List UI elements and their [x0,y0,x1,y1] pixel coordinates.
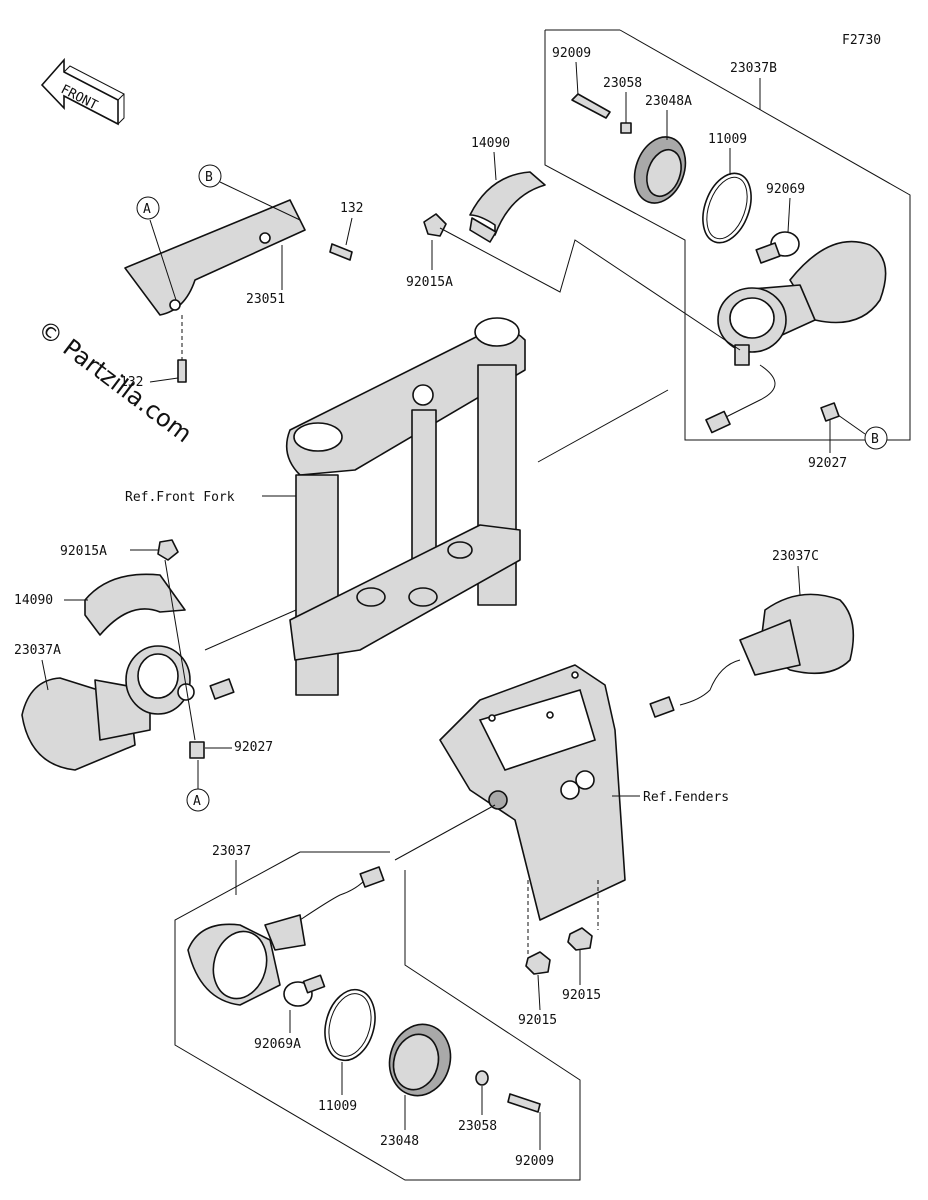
callout-b-right-text: B [871,432,879,447]
label-23048A: 23048A [645,94,692,109]
front-fork-triple-clamp-icon [285,317,526,696]
label-14090-left: 14090 [14,593,53,608]
label-92015-low: 92015 [518,1013,557,1028]
label-92027-left: 92027 [234,740,273,755]
label-132-top: 132 [340,201,363,216]
callout-a-top-text: A [143,202,151,217]
clamp-14090-top-icon [469,171,546,243]
label-92069: 92069 [766,182,805,197]
callout-b-left [198,164,222,188]
label-92009-bottom: 92009 [515,1154,554,1169]
nut-icon [620,122,632,134]
bushing-92027-left-icon [189,741,205,759]
label-92027-top: 92027 [808,456,847,471]
bulb-icon [755,231,800,264]
label-92015A-top: 92015A [406,275,453,290]
label-23051: 23051 [246,292,285,307]
bracket-23051-icon [124,199,306,316]
label-14090-top: 14090 [471,136,510,151]
front-arrow-icon: FRONT [40,57,125,126]
turn-signal-23037A-icon [21,645,235,771]
label-23058-top: 23058 [603,76,642,91]
callout-a-bottom-text: A [193,794,201,809]
diagram-code: F2730 [842,33,881,48]
nut-92015-low-icon [525,951,551,975]
ref-front-fork: Ref.Front Fork [125,490,235,505]
label-23037: 23037 [212,844,251,859]
gasket-icon [702,172,752,244]
label-11009-bottom: 11009 [318,1099,357,1114]
label-23037A: 23037A [14,643,61,658]
callout-a-top [136,196,160,220]
clamp-14090-left-icon [84,573,186,636]
label-132-left: 132 [120,375,143,390]
label-92069A: 92069A [254,1037,301,1052]
screw-92009-bottom-icon [507,1093,541,1113]
fender-bracket-icon [439,664,626,921]
watermark: © Partzilla.com [32,314,197,448]
bushing-icon [820,402,840,422]
nut-92015-mid-icon [567,927,593,951]
label-92015A-left: 92015A [60,544,107,559]
turn-signal-23037C-icon [649,593,855,718]
label-11009-top: 11009 [708,132,747,147]
label-23058-bottom: 23058 [458,1119,497,1134]
label-92015-mid: 92015 [562,988,601,1003]
nut-92015A-left-icon [157,539,179,561]
turn-signal-23037B-group [544,29,911,441]
nut-92015A-icon [423,213,447,237]
nut-23058-bottom-icon [475,1070,489,1086]
turn-signal-housing-icon [705,240,887,434]
bolt-132-top-icon [329,243,353,261]
label-92009-top: 92009 [552,46,591,61]
label-23048: 23048 [380,1134,419,1149]
ref-fenders: Ref.Fenders [643,790,729,805]
callout-b-right [864,426,888,450]
label-23037C: 23037C [772,549,819,564]
label-23037B: 23037B [730,61,777,76]
screw-icon [571,93,611,119]
callout-b-left-text: B [205,170,213,185]
bolt-132-left-icon [177,359,187,383]
turn-signal-23037-group [174,851,581,1181]
gasket-bottom-icon [324,988,376,1062]
bulb-92069A-icon [283,981,313,1007]
